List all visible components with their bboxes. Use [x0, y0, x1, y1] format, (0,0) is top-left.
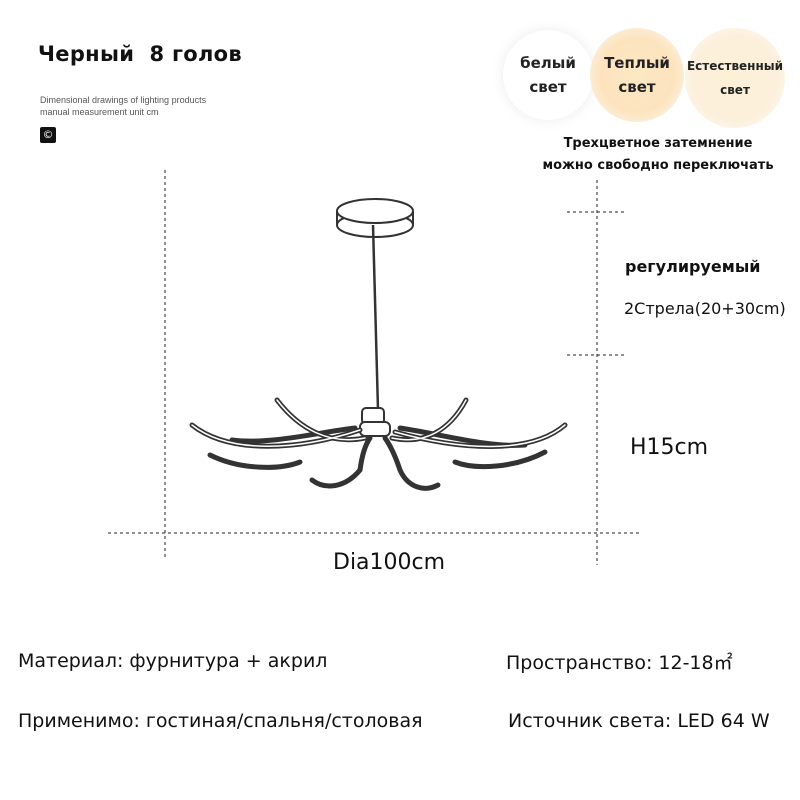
arm-right-lower [452, 449, 548, 470]
swatch-white-line2: свет [529, 78, 567, 96]
dimming-note: Трехцветное затемнение можно свободно пе… [520, 133, 796, 177]
swatch-warm-line1: Теплый [604, 54, 670, 72]
arm-front-left [309, 435, 373, 489]
ceiling-canopy [336, 198, 414, 238]
arm-front-right [382, 435, 441, 491]
swatch-warm-line2: свет [618, 78, 656, 96]
spec-light-source: Источник света: LED 64 W [508, 710, 770, 732]
adjustable-label: регулируемый [625, 257, 761, 276]
product-title: Черный 8 голов [38, 42, 242, 66]
swatch-warm-light: Теплый свет [590, 28, 684, 122]
arm-left-mid [229, 425, 358, 444]
drawing-caption-line2: manual measurement unit cm [40, 107, 159, 117]
spec-applicable: Применимо: гостиная/спальня/столовая [18, 710, 423, 732]
suspension-rod [371, 224, 380, 411]
swatch-white-line1: белый [520, 54, 576, 72]
center-hub [359, 407, 391, 437]
copyright-icon: © [40, 127, 56, 143]
drawing-caption: Dimensional drawings of lighting product… [40, 94, 206, 118]
dimming-note-line1: Трехцветное затемнение [563, 136, 753, 151]
spec-space: Пространство: 12-18㎡ [506, 652, 733, 674]
diameter-label: Dia100cm [333, 550, 446, 575]
rod-length-label: 2Стрела(20+30cm) [624, 299, 786, 318]
swatch-natural-line1: Естественный [686, 59, 784, 73]
height-label: H15cm [630, 435, 709, 460]
swatch-natural-line2: свет [720, 83, 750, 97]
arm-left-lower [207, 452, 303, 470]
drawing-caption-line1: Dimensional drawings of lighting product… [40, 95, 207, 105]
spec-material: Материал: фурнитура + акрил [18, 650, 328, 672]
swatch-natural-light: Естественный свет [685, 28, 785, 128]
swatch-white-light: белый свет [503, 30, 593, 120]
dimming-note-line2: можно свободно переключать [542, 158, 774, 173]
arm-left-outer [189, 422, 363, 449]
